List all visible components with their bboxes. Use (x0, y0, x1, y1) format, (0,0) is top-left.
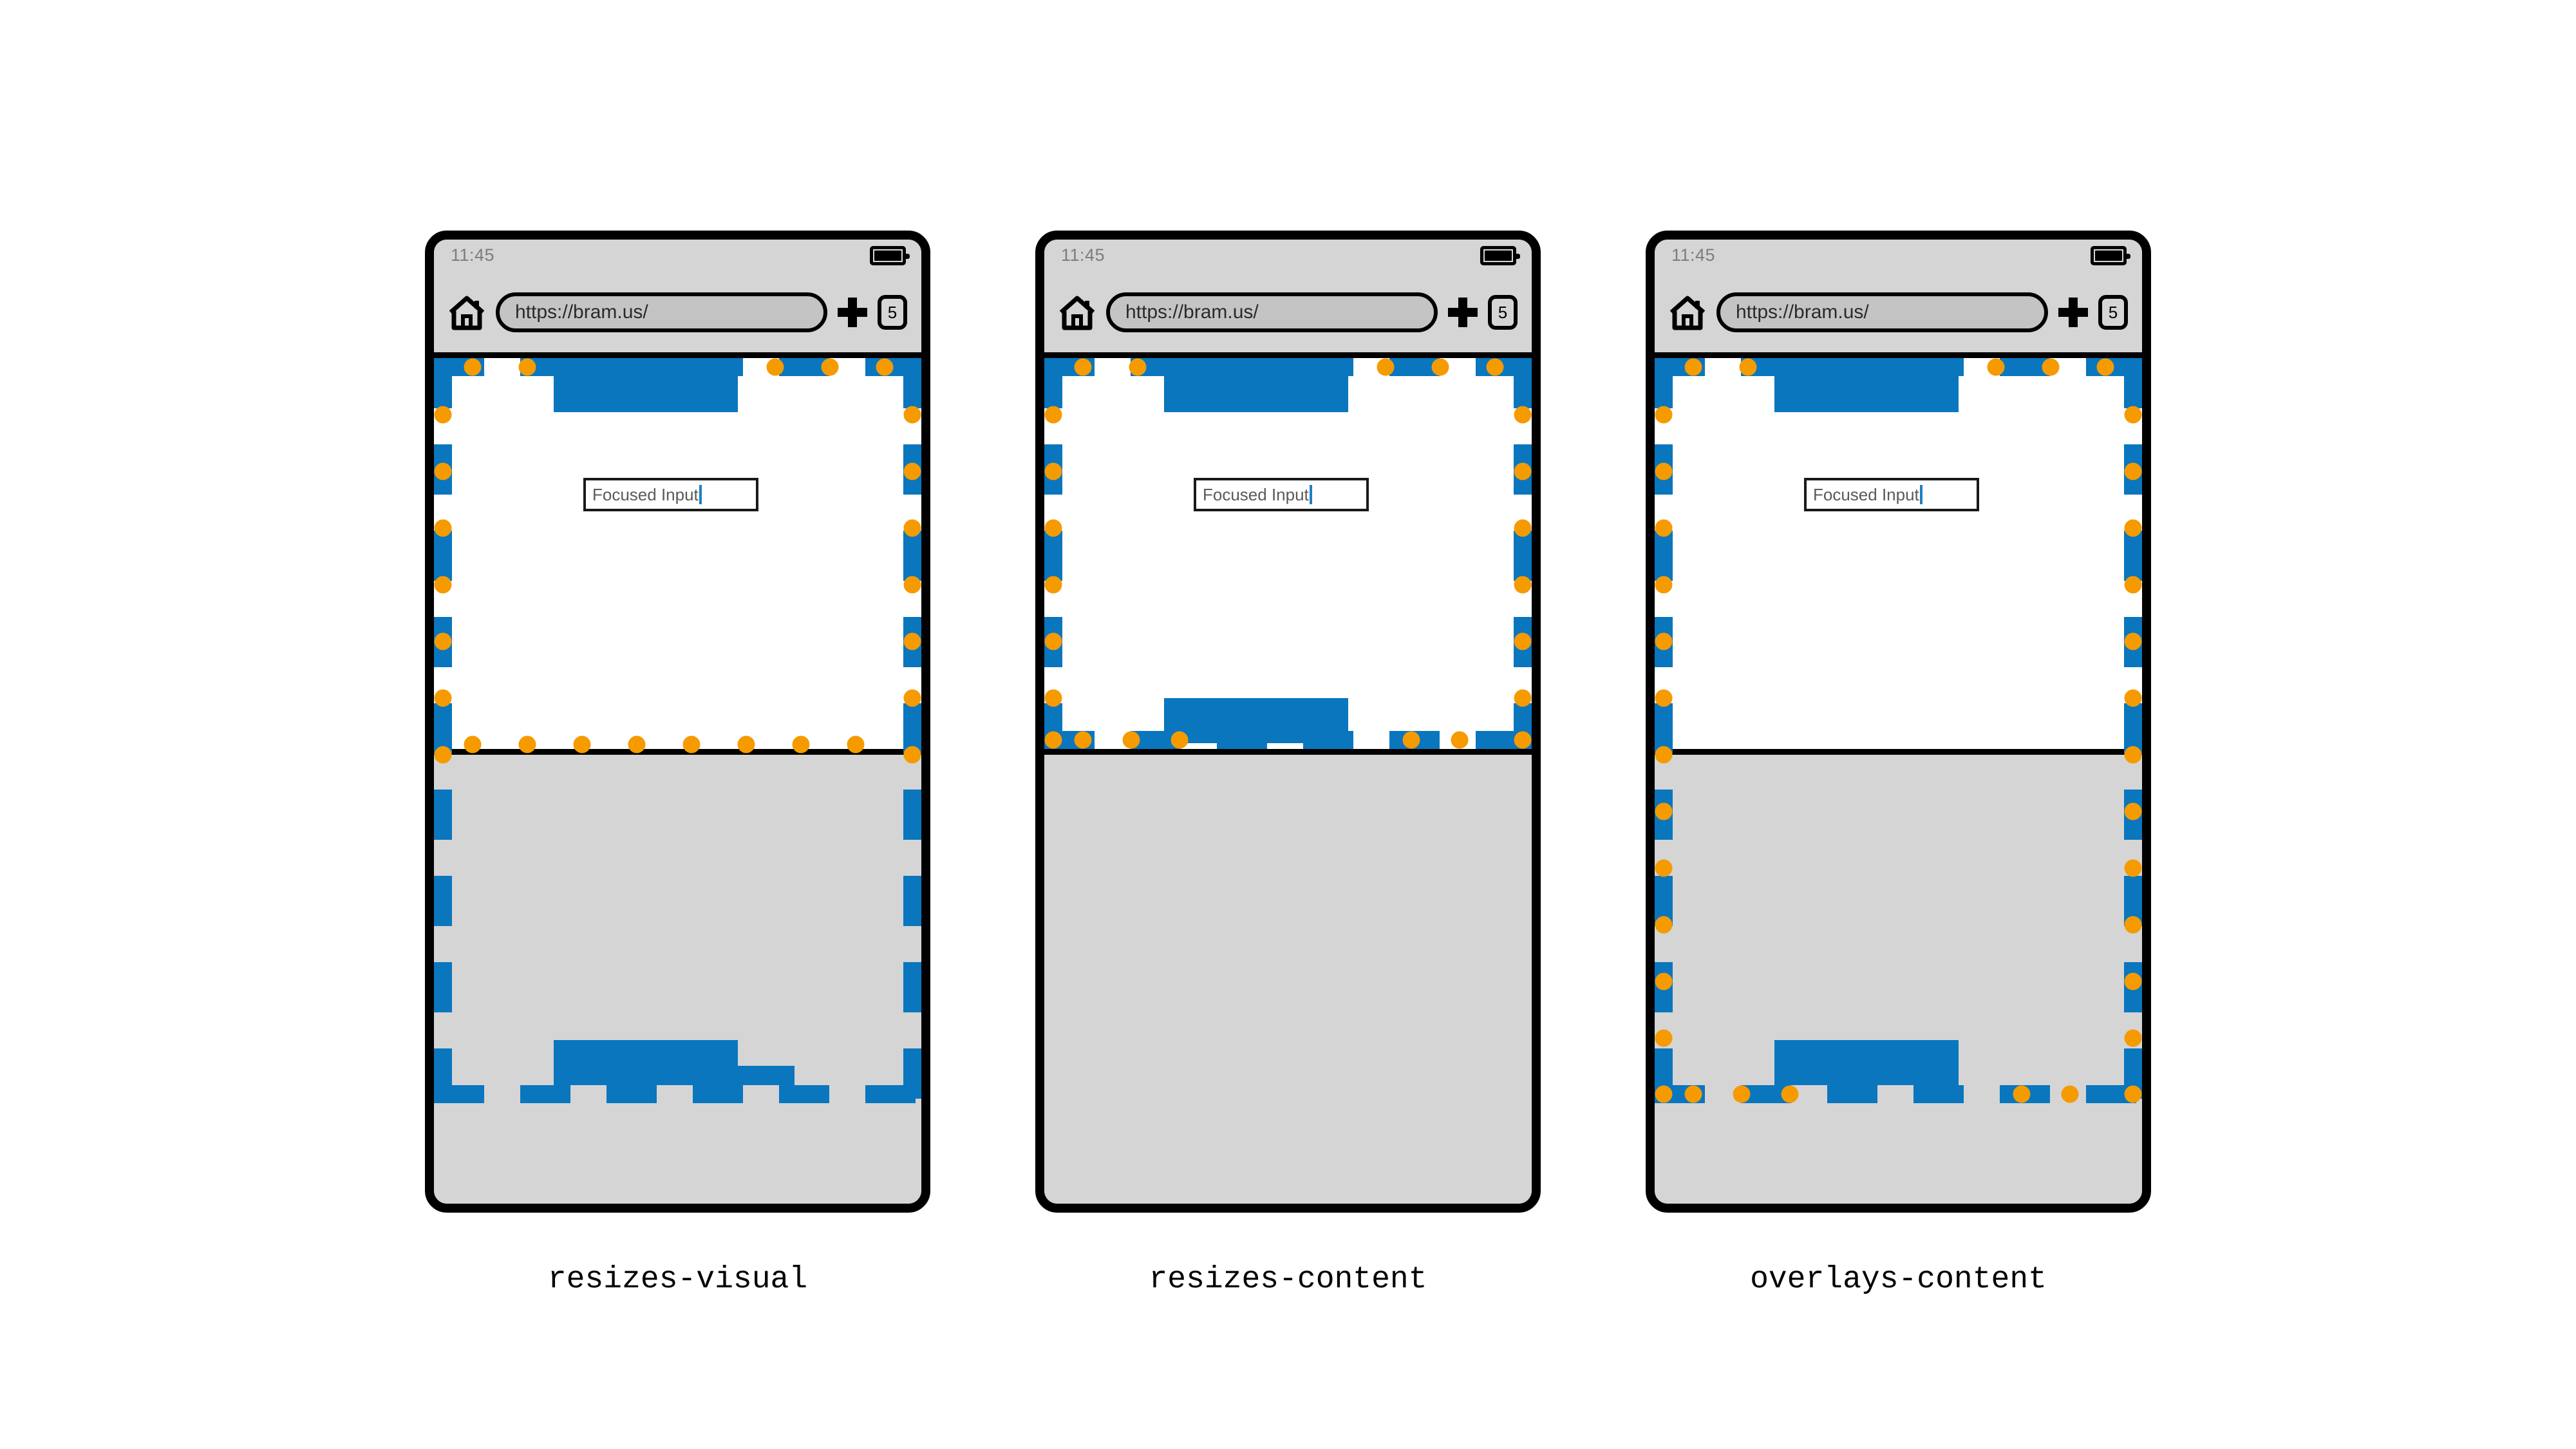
viewport-resizes-content: Focused Input (1044, 358, 1532, 1204)
text-caret (1919, 485, 1923, 504)
address-bar[interactable]: https://bram.us/ (1716, 292, 2048, 332)
virtual-keyboard (1044, 749, 1532, 1204)
browser-chrome: 11:45 https://bram.us/ (1655, 240, 2142, 358)
virtual-keyboard (434, 749, 921, 1204)
page-header-block (554, 358, 738, 412)
focused-input-value: Focused Input (1203, 484, 1309, 504)
text-caret (699, 485, 702, 504)
status-bar: 11:45 (1655, 240, 2142, 273)
focused-input[interactable]: Focused Input (1804, 478, 1979, 511)
browser-chrome: 11:45 https://bram.us/ (434, 240, 921, 358)
browser-chrome: 11:45 https://bram.us/ (1044, 240, 1532, 358)
page-footer-block (554, 1040, 738, 1085)
page-footer-block (1774, 1040, 1959, 1085)
phone-mockup-resizes-visual: 11:45 https://bram.us/ (425, 231, 930, 1213)
panel-caption-resizes-content: resizes-content (1149, 1262, 1427, 1297)
page-content-area: Focused Input (1655, 358, 2142, 755)
browser-toolbar: https://bram.us/ 5 (1044, 273, 1532, 352)
plus-icon[interactable] (838, 298, 867, 327)
viewport-resizes-visual: Focused Input (434, 358, 921, 1204)
status-bar: 11:45 (434, 240, 921, 273)
address-bar-text: https://bram.us/ (1125, 301, 1259, 323)
status-bar: 11:45 (1044, 240, 1532, 273)
phone-screen: 11:45 https://bram.us/ (434, 240, 921, 1204)
focused-input[interactable]: Focused Input (583, 478, 758, 511)
tab-count-button[interactable]: 5 (1488, 295, 1518, 330)
battery-full-icon (870, 246, 910, 265)
page-content-area: Focused Input (1044, 358, 1532, 755)
virtual-keyboard (1655, 749, 2142, 1204)
home-icon[interactable] (1669, 294, 1706, 330)
status-clock: 11:45 (1061, 245, 1105, 265)
status-clock: 11:45 (1671, 245, 1716, 265)
battery-full-icon (2091, 246, 2130, 265)
battery-full-icon (1480, 246, 1520, 265)
phone-mockup-resizes-content: 11:45 https://bram.us/ (1035, 231, 1541, 1213)
phone-mockup-overlays-content: 11:45 https://bram.us/ (1646, 231, 2151, 1213)
address-bar[interactable]: https://bram.us/ (1106, 292, 1438, 332)
browser-toolbar: https://bram.us/ 5 (1655, 273, 2142, 352)
page-footer-block-step (738, 1066, 794, 1085)
page-content-area: Focused Input (434, 358, 921, 755)
viewport-overlays-content: Focused Input (1655, 358, 2142, 1204)
phone-screen: 11:45 https://bram.us/ (1044, 240, 1532, 1204)
panel-caption-overlays-content: overlays-content (1750, 1262, 2047, 1297)
address-bar[interactable]: https://bram.us/ (496, 292, 827, 332)
address-bar-text: https://bram.us/ (515, 301, 648, 323)
page-footer-block (1164, 698, 1348, 743)
status-clock: 11:45 (451, 245, 495, 265)
focused-input-value: Focused Input (1813, 484, 1919, 504)
page-header-block (1164, 358, 1348, 412)
phone-screen: 11:45 https://bram.us/ (1655, 240, 2142, 1204)
focused-input-value: Focused Input (592, 484, 699, 504)
focused-input[interactable]: Focused Input (1194, 478, 1369, 511)
browser-toolbar: https://bram.us/ 5 (434, 273, 921, 352)
page-header-block (1774, 358, 1959, 412)
home-icon[interactable] (448, 294, 485, 330)
panel-caption-resizes-visual: resizes-visual (547, 1262, 808, 1297)
text-caret (1309, 485, 1312, 504)
tab-count-button[interactable]: 5 (878, 295, 907, 330)
home-icon[interactable] (1058, 294, 1096, 330)
tab-count-button[interactable]: 5 (2098, 295, 2128, 330)
address-bar-text: https://bram.us/ (1736, 301, 1869, 323)
plus-icon[interactable] (1448, 298, 1478, 327)
plus-icon[interactable] (2058, 298, 2088, 327)
